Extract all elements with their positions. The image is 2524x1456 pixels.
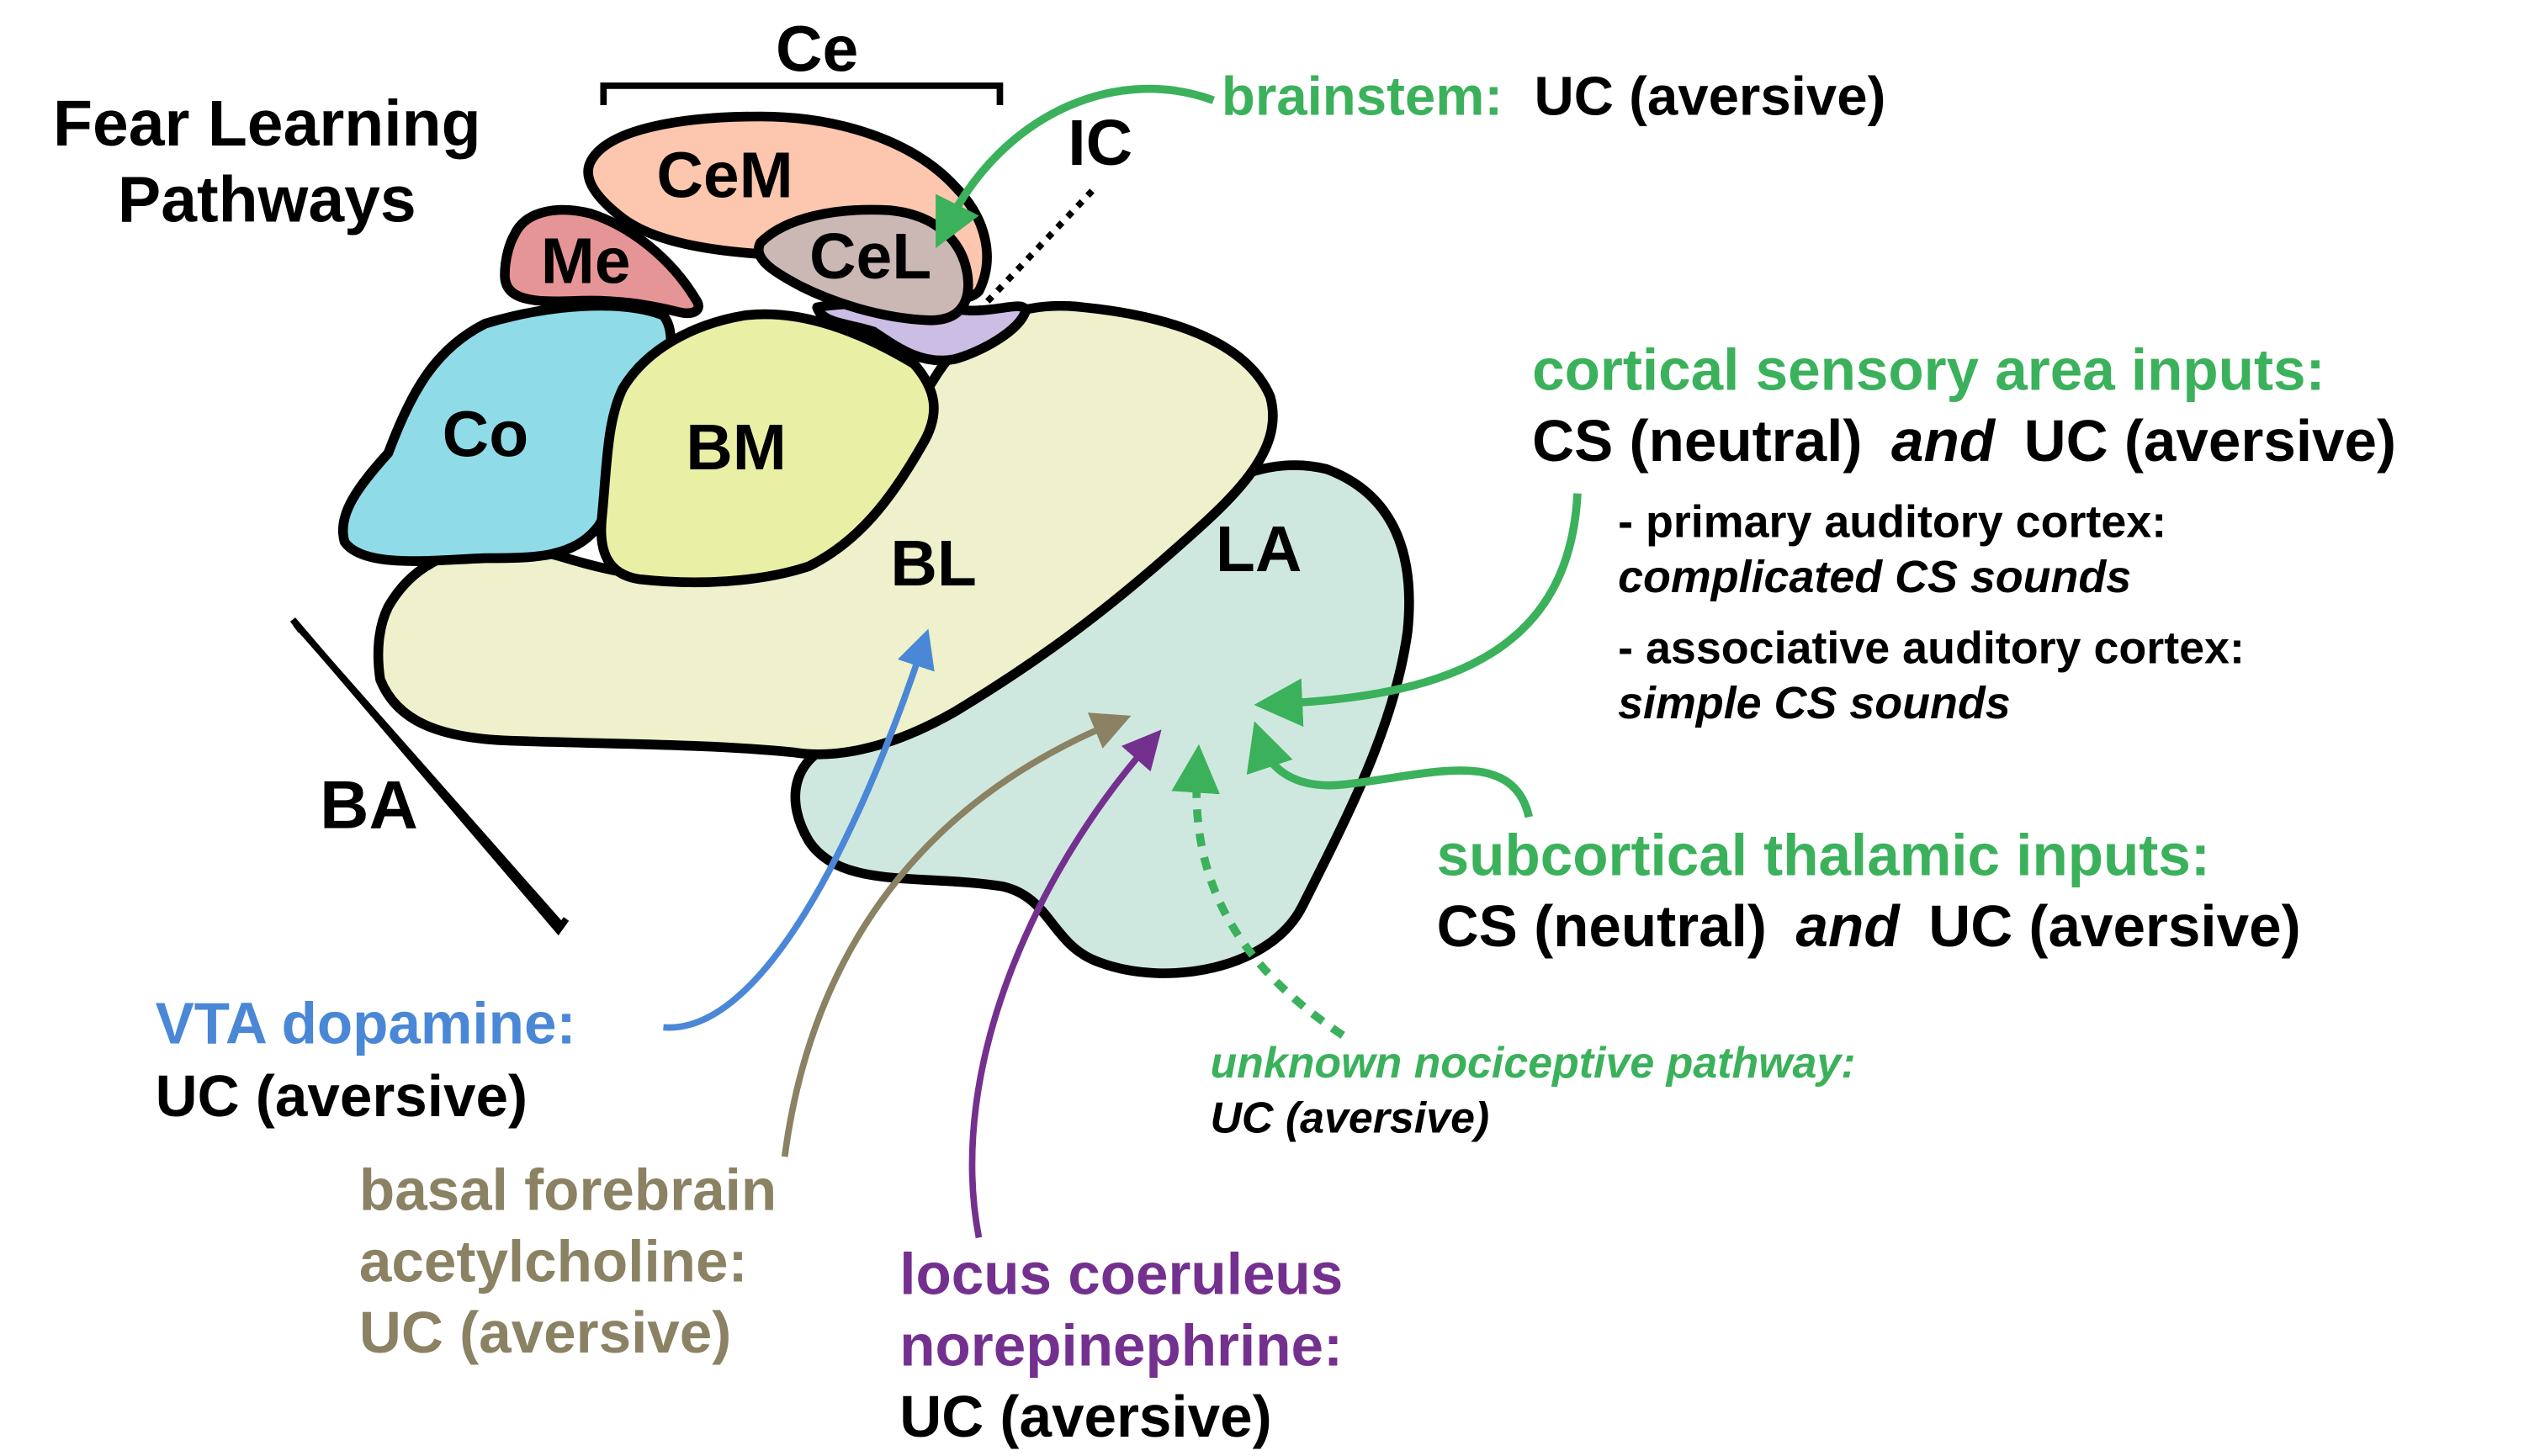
cortical-sub1-body: complicated CS sounds [1618,552,2131,602]
nociceptive-value: UC (aversive) [1210,1093,1489,1142]
cortical-value: CS (neutral) and UC (aversive) [1532,408,2396,474]
ba-bracket-line [294,622,565,928]
basal-forebrain-line1: basal forebrain [359,1157,777,1223]
arrow-brainstem [936,84,1215,249]
cortical-label: cortical sensory area inputs: [1532,337,2325,403]
arrow-cortical [1254,493,1582,728]
arrow-basal-forebrain [781,712,1132,1157]
ce-bracket [600,82,1004,106]
label-co: Co [443,398,529,470]
locus-coeruleus-value: UC (aversive) [899,1384,1271,1449]
diagram-title-line1: Fear Learning [53,87,481,160]
diagram-title-line2: Pathways [118,163,416,236]
cortical-sub2-body: simple CS sounds [1618,678,2011,728]
label-cel: CeL [809,220,931,293]
region-bm [596,309,939,588]
cortical-value-cs: CS (neutral) [1532,408,1862,474]
brainstem-label: brainstem: [1222,66,1503,127]
locus-coeruleus-line1: locus coeruleus [899,1242,1343,1307]
nociceptive-label: unknown nociceptive pathway: [1210,1039,1855,1088]
vta-value: UC (aversive) [156,1063,528,1129]
arrow-nociceptive [1171,744,1345,1039]
region-me [500,204,703,319]
label-la: LA [1216,513,1302,585]
thalamic-value-and: and [1796,893,1901,959]
cortical-sub2-head: - associative auditory cortex: [1618,623,2245,674]
label-cem: CeM [656,140,793,212]
label-me: Me [541,225,631,298]
thalamic-value-uc: UC (aversive) [1928,893,2300,959]
arrow-locus-coeruleus [968,729,1162,1239]
basal-forebrain-line2: acetylcholine: [359,1228,748,1294]
cortical-sub1-head: - primary auditory cortex: [1618,497,2166,548]
label-ba: BA [320,768,418,844]
arrow-thalamic [1246,721,1533,818]
brainstem-input: brainstem: UC (aversive) [1222,66,1885,127]
thalamic-value-cs: CS (neutral) [1437,893,1767,959]
locus-coeruleus-line2: norepinephrine: [899,1312,1343,1378]
label-ce: Ce [776,13,858,86]
label-bl: BL [890,527,977,600]
cortical-value-uc: UC (aversive) [2024,408,2396,474]
cortical-value-and: and [1891,408,1996,474]
vta-label: VTA dopamine: [156,991,576,1056]
thalamic-value: CS (neutral) and UC (aversive) [1437,893,2301,959]
arrow-vta [663,628,935,1031]
thalamic-label: subcortical thalamic inputs: [1437,823,2210,888]
label-bm: BM [686,411,787,484]
label-ic: IC [1068,107,1132,179]
ic-dotted-pointer [976,188,1095,313]
brainstem-value: UC (aversive) [1535,66,1886,127]
basal-forebrain-value: UC (aversive) [359,1300,731,1365]
region-cel [754,204,973,326]
